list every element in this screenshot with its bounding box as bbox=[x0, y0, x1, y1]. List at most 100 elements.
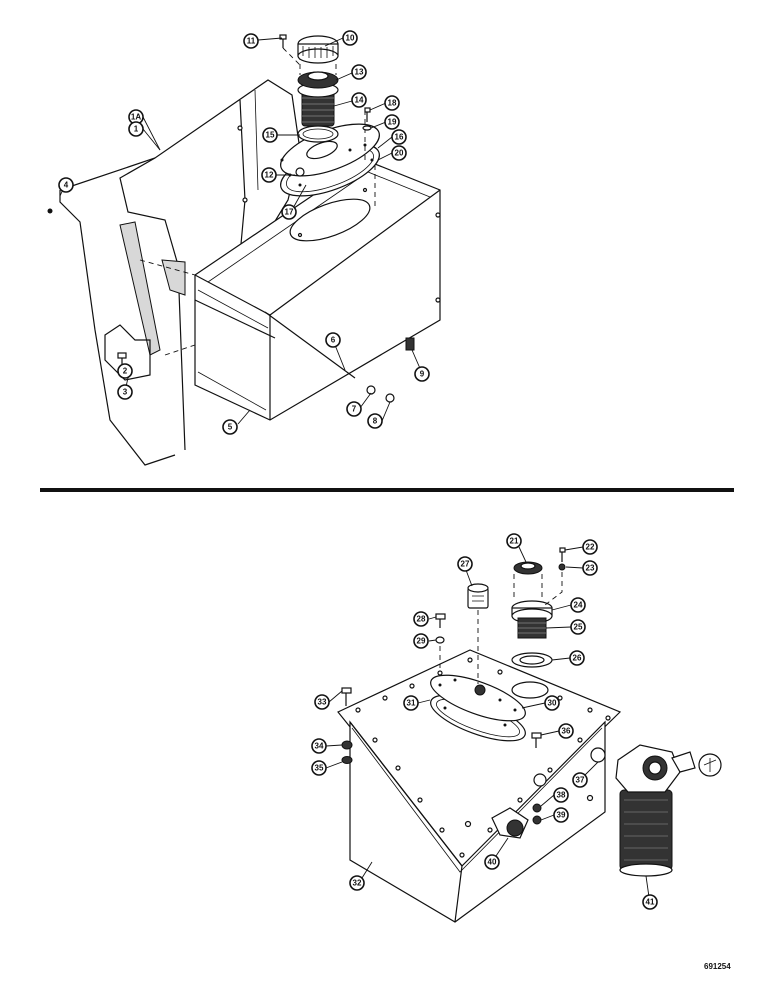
svg-text:1: 1 bbox=[134, 125, 139, 134]
svg-text:14: 14 bbox=[355, 96, 364, 105]
mounting-panel bbox=[47, 79, 301, 466]
callout-15: 15 bbox=[262, 127, 278, 143]
svg-text:17: 17 bbox=[285, 208, 294, 217]
svg-text:23: 23 bbox=[586, 564, 595, 573]
callout-37: 37 bbox=[572, 772, 588, 788]
svg-text:6: 6 bbox=[331, 336, 336, 345]
svg-text:15: 15 bbox=[266, 131, 275, 140]
callout-9: 9 bbox=[414, 366, 430, 382]
callout-38: 38 bbox=[553, 787, 569, 803]
svg-text:13: 13 bbox=[355, 68, 364, 77]
svg-text:3: 3 bbox=[123, 388, 128, 397]
drawing-code: 691254 bbox=[704, 962, 731, 971]
svg-text:40: 40 bbox=[488, 858, 497, 867]
svg-text:29: 29 bbox=[417, 637, 426, 646]
svg-text:30: 30 bbox=[548, 699, 557, 708]
callout-3: 3 bbox=[117, 384, 133, 400]
callout-2: 2 bbox=[117, 363, 133, 379]
top-leaders bbox=[59, 37, 423, 425]
callout-31: 31 bbox=[403, 695, 419, 711]
svg-text:38: 38 bbox=[557, 791, 566, 800]
callout-33: 33 bbox=[314, 694, 330, 710]
callout-36: 36 bbox=[558, 723, 574, 739]
svg-text:16: 16 bbox=[395, 133, 404, 142]
filler-assembly bbox=[511, 547, 566, 668]
bottom-leaders bbox=[325, 546, 650, 898]
top-assembly: 11 10 13 14 18 19 1A 1 15 16 20 12 17 4 … bbox=[47, 30, 441, 466]
callout-16: 16 bbox=[391, 129, 407, 145]
svg-text:31: 31 bbox=[407, 699, 416, 708]
svg-text:4: 4 bbox=[64, 181, 69, 190]
callout-29: 29 bbox=[413, 633, 429, 649]
tank-body bbox=[139, 159, 441, 421]
callout-41: 41 bbox=[642, 894, 658, 910]
svg-text:27: 27 bbox=[461, 560, 470, 569]
callout-22: 22 bbox=[582, 539, 598, 555]
callout-19: 19 bbox=[384, 114, 400, 130]
callout-32: 32 bbox=[349, 875, 365, 891]
tie-rod bbox=[264, 311, 356, 379]
callout-21: 21 bbox=[506, 533, 522, 549]
svg-text:26: 26 bbox=[573, 654, 582, 663]
svg-text:8: 8 bbox=[373, 417, 378, 426]
svg-text:33: 33 bbox=[318, 698, 327, 707]
callout-11: 11 bbox=[243, 33, 259, 49]
svg-text:36: 36 bbox=[562, 727, 571, 736]
callout-4: 4 bbox=[58, 177, 74, 193]
svg-text:22: 22 bbox=[586, 543, 595, 552]
callout-30: 30 bbox=[544, 695, 560, 711]
svg-text:10: 10 bbox=[346, 34, 355, 43]
svg-text:11: 11 bbox=[247, 37, 256, 46]
section-divider bbox=[40, 488, 734, 492]
callout-18: 18 bbox=[384, 95, 400, 111]
svg-text:20: 20 bbox=[395, 149, 404, 158]
callout-17: 17 bbox=[281, 204, 297, 220]
svg-text:19: 19 bbox=[388, 118, 397, 127]
callout-13: 13 bbox=[351, 64, 367, 80]
callout-10: 10 bbox=[342, 30, 358, 46]
callout-28: 28 bbox=[413, 611, 429, 627]
svg-text:5: 5 bbox=[228, 423, 233, 432]
svg-text:37: 37 bbox=[576, 776, 585, 785]
callout-5: 5 bbox=[222, 419, 238, 435]
callout-1: 1 bbox=[128, 121, 144, 137]
callout-26: 26 bbox=[569, 650, 585, 666]
svg-text:12: 12 bbox=[265, 171, 274, 180]
svg-text:32: 32 bbox=[353, 879, 362, 888]
cover-plate-assembly bbox=[430, 674, 526, 742]
callout-6: 6 bbox=[325, 332, 341, 348]
breather bbox=[467, 583, 489, 684]
callout-34: 34 bbox=[311, 738, 327, 754]
svg-text:35: 35 bbox=[315, 764, 324, 773]
svg-text:2: 2 bbox=[123, 367, 128, 376]
callout-24: 24 bbox=[570, 597, 586, 613]
callout-27: 27 bbox=[457, 556, 473, 572]
small-hardware-bottom bbox=[341, 613, 542, 825]
filter-assembly bbox=[615, 744, 722, 877]
callout-12: 12 bbox=[261, 167, 277, 183]
filler-plate-assembly bbox=[280, 110, 380, 197]
svg-text:41: 41 bbox=[646, 898, 655, 907]
svg-text:39: 39 bbox=[557, 811, 566, 820]
svg-text:34: 34 bbox=[315, 742, 324, 751]
svg-text:9: 9 bbox=[420, 370, 425, 379]
svg-text:18: 18 bbox=[388, 99, 397, 108]
callout-35: 35 bbox=[311, 760, 327, 776]
callout-39: 39 bbox=[553, 807, 569, 823]
callout-40: 40 bbox=[484, 854, 500, 870]
callout-8: 8 bbox=[367, 413, 383, 429]
top-bolt-holes bbox=[355, 657, 611, 858]
filler-neck-assembly bbox=[279, 34, 372, 131]
svg-text:21: 21 bbox=[510, 537, 519, 546]
svg-text:24: 24 bbox=[574, 601, 583, 610]
callout-20: 20 bbox=[391, 145, 407, 161]
svg-text:28: 28 bbox=[417, 615, 426, 624]
callout-14: 14 bbox=[351, 92, 367, 108]
callout-23: 23 bbox=[582, 560, 598, 576]
svg-text:1A: 1A bbox=[131, 113, 141, 122]
svg-text:25: 25 bbox=[574, 623, 583, 632]
callout-25: 25 bbox=[570, 619, 586, 635]
bottom-assembly: 21 22 23 27 24 28 25 29 26 33 31 30 36 3… bbox=[311, 533, 722, 923]
callout-7: 7 bbox=[346, 401, 362, 417]
